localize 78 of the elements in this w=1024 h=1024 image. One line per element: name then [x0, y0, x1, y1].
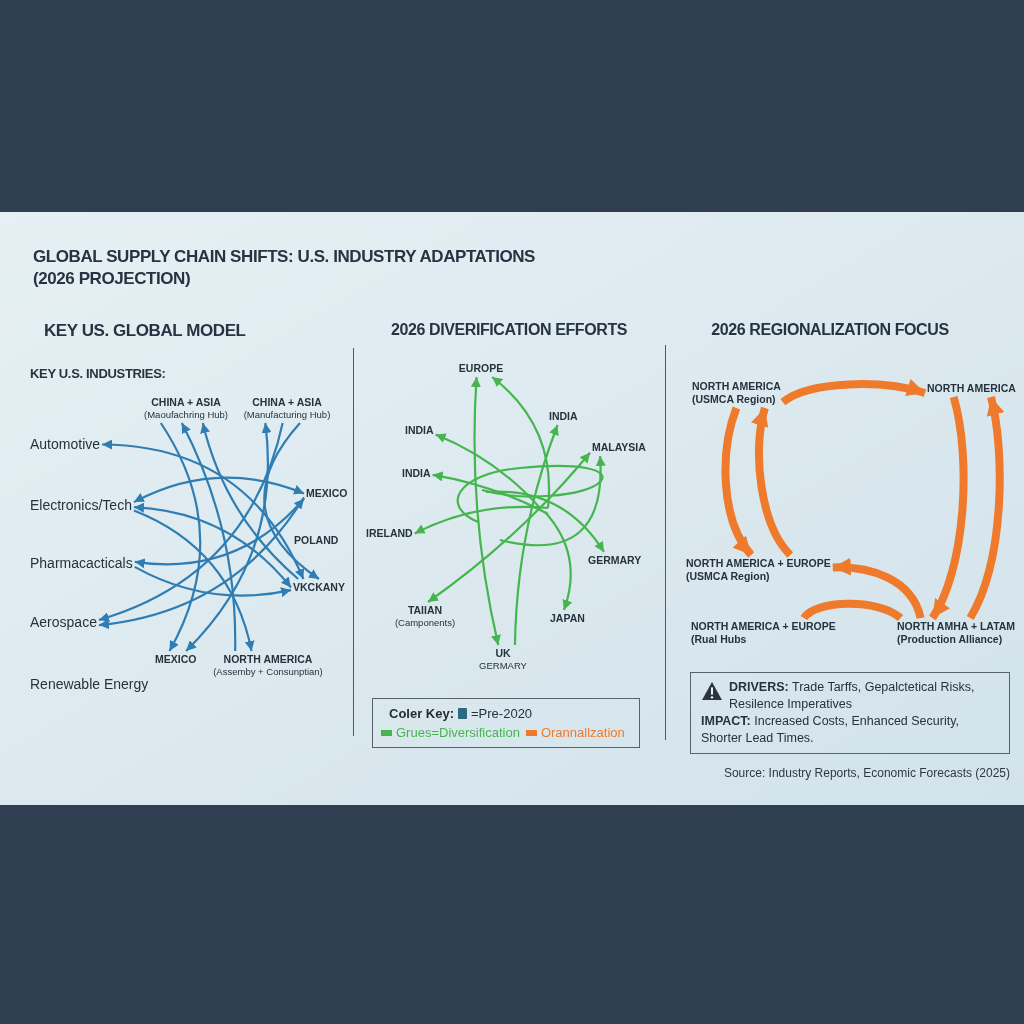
- curved-arrow: [966, 396, 1004, 620]
- curved-arrow: [544, 511, 572, 611]
- curved-arrow: [414, 505, 549, 535]
- curved-arrow: [928, 396, 968, 620]
- industry-label: Pharmacacticals: [30, 555, 133, 572]
- curved-arrow: [499, 455, 606, 547]
- place-label: TAIIAN: [407, 604, 443, 617]
- region-label: NORTH AMHA + LATAM: [897, 620, 1016, 633]
- curved-arrow: [134, 565, 292, 597]
- region-label: NORTH AMERICA + EUROPE: [686, 557, 831, 570]
- place-label: MALAYSIA: [592, 441, 646, 454]
- place-note: (Maoufachring Hub): [144, 409, 228, 421]
- place-label: EUROPE: [458, 362, 504, 375]
- curved-arrow: [491, 376, 551, 509]
- legend-text: Grues=Diversification: [396, 724, 520, 741]
- place-label: CHINA + ASIA: [252, 396, 322, 409]
- industry-label: Aerospace: [30, 614, 97, 631]
- place-label: GERMARY: [588, 554, 642, 567]
- place-note: (Manufacturing Hub): [243, 409, 331, 421]
- legend-text: Orannallzation: [540, 724, 625, 741]
- region-note: (Production Alliance): [897, 633, 1003, 646]
- curved-arrow: [159, 422, 202, 652]
- place-label: CHINA + ASIA: [151, 396, 221, 409]
- curved-arrow: [133, 509, 255, 652]
- place-note: (Assemby + Consunptian): [213, 666, 323, 678]
- industry-label: Renewable Energy: [30, 675, 149, 694]
- industry-label: Electronics/Tech: [30, 497, 132, 514]
- note-text: DRIVERS: Trade Tarffs, Gepalctetical Risks, Resilence Imperatives: [729, 679, 976, 713]
- place-label: INDIA: [549, 410, 578, 423]
- curved-arrow: [102, 439, 305, 580]
- column-heading: KEY US. GLOBAL MODEL: [44, 320, 246, 342]
- legend-text: =Pre-2020: [471, 705, 533, 722]
- info-box: [690, 672, 1010, 754]
- curved-arrow: [751, 407, 794, 558]
- title: GLOBAL SUPPLY CHAIN SHIFTS: U.S. INDUSTRY ADAPTATIONS (2026 PROJECTION): [33, 246, 536, 290]
- region-note: (Rual Hubs: [691, 633, 747, 646]
- connector-line: [800, 599, 903, 622]
- region-label: NORTH AMERICA: [927, 382, 1016, 395]
- region-note: (USMCA Region): [686, 570, 770, 583]
- curved-arrow: [432, 471, 549, 515]
- curved-arrow: [485, 490, 605, 553]
- column-heading: 2026 DIVERIFICATION EFFORTS: [390, 320, 628, 340]
- curved-arrow: [185, 422, 272, 652]
- place-note: (Camponents): [394, 617, 456, 629]
- region-label: NORTH AMERICA: [692, 380, 781, 393]
- curved-arrow: [180, 422, 237, 651]
- place-note: GERMARY: [479, 660, 527, 672]
- place-label: UK: [495, 647, 511, 660]
- curved-arrow: [471, 376, 501, 646]
- curved-arrow: [98, 496, 305, 629]
- curved-arrow: [133, 503, 292, 589]
- place-label: IRELAND: [366, 527, 413, 540]
- place-label: NORTH AMERICA: [223, 653, 313, 666]
- place-label: MEXICO: [306, 487, 348, 500]
- legend-heading: Coler Key:: [389, 705, 455, 722]
- place-label: INDIA: [402, 467, 431, 480]
- curved-arrow: [435, 433, 541, 509]
- place-label: MEXICO: [155, 653, 197, 666]
- region-note: (USMCA Region): [692, 393, 776, 406]
- curved-arrow: [721, 406, 755, 558]
- curved-arrow: [133, 476, 305, 504]
- place-label: JAPAN: [550, 612, 585, 625]
- curved-arrow: [780, 379, 927, 406]
- column-heading: 2026 REGIONALIZATION FOCUS: [711, 320, 949, 340]
- curved-arrow: [98, 422, 284, 622]
- place-label: VKCKANY: [293, 581, 345, 594]
- place-label: INDIA: [405, 424, 434, 437]
- place-label: POLAND: [294, 534, 339, 547]
- curved-arrow: [263, 422, 320, 580]
- curved-arrow: [200, 422, 299, 580]
- curved-arrow: [427, 452, 591, 603]
- industry-label: Automotive: [30, 436, 101, 453]
- note-text: IMPACT: Increased Costs, Enhanced Security, Shorter Lead Times.: [701, 713, 960, 747]
- source-note: Source: Industry Reports, Economic Forecasts (2025): [723, 765, 1010, 782]
- section-heading: KEY U.S. INDUSTRIES:: [30, 365, 166, 383]
- region-label: NORTH AMERICA + EUROPE: [691, 620, 836, 633]
- curved-arrow: [134, 497, 305, 568]
- curved-arrow: [513, 424, 559, 646]
